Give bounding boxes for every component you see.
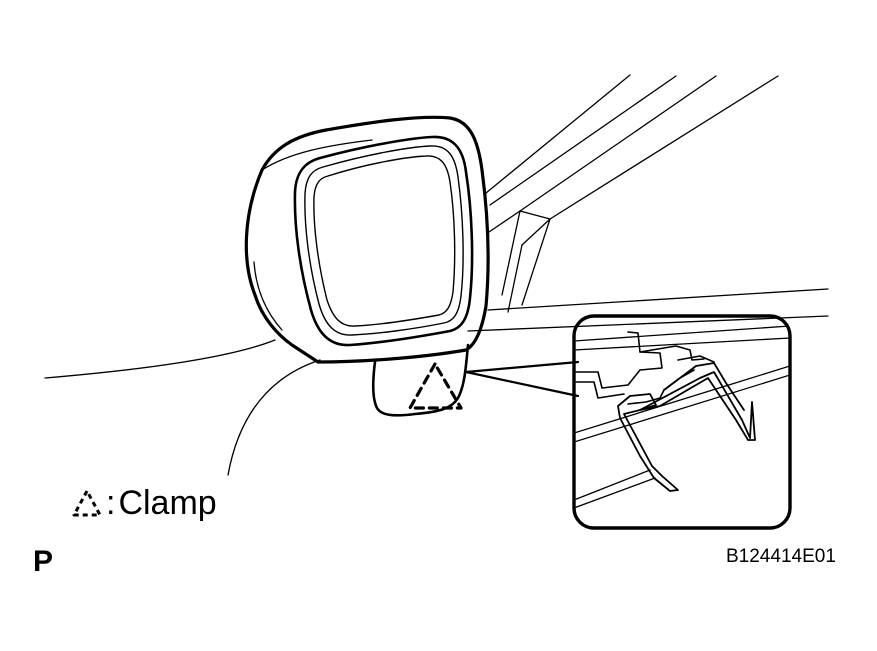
- door-body-lines: [44, 288, 829, 476]
- legend-separator: :: [106, 483, 116, 522]
- figure-id: B124414E01: [726, 546, 836, 567]
- view-code-label: P: [33, 545, 54, 578]
- door-frame-lines: [485, 74, 779, 313]
- legend-label: Clamp: [118, 483, 217, 522]
- detail-leader: [464, 360, 580, 398]
- legend: : Clamp: [70, 481, 217, 525]
- clamp-location-marker: [408, 362, 463, 410]
- clamp-triangle-icon: [72, 489, 102, 517]
- mirror-glass: [293, 135, 474, 347]
- clamp-detail-callout: [572, 314, 792, 530]
- mirror-base: [371, 343, 470, 417]
